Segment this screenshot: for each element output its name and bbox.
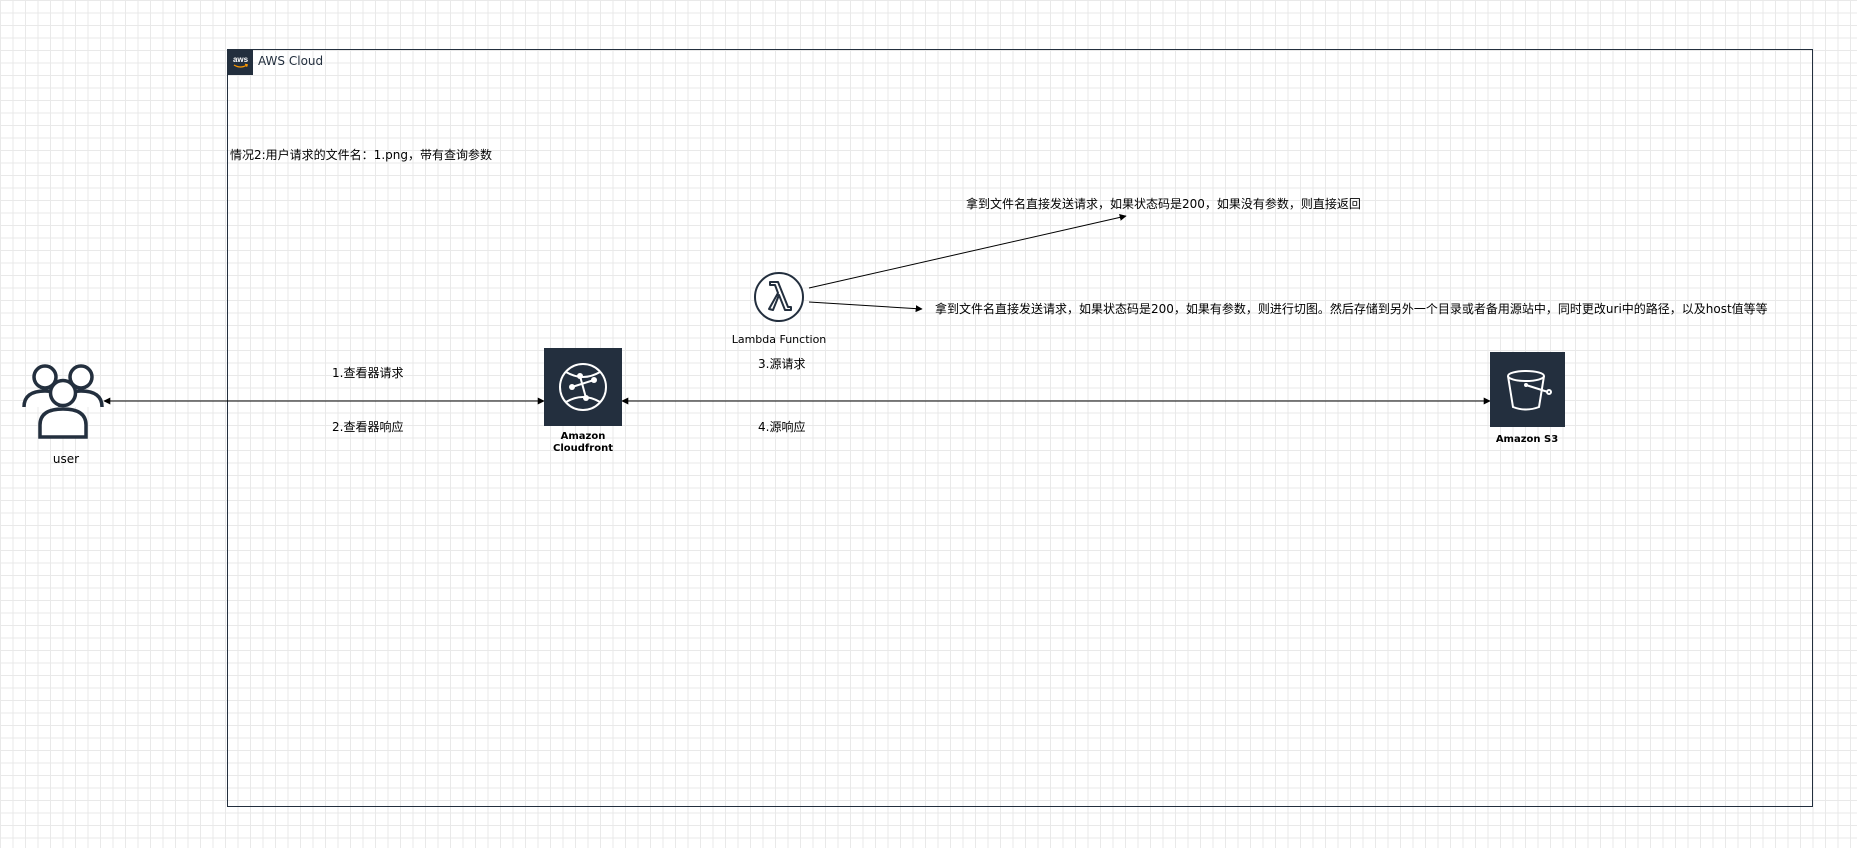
aws-logo-icon: aws — [228, 50, 253, 75]
user-label: user — [52, 452, 80, 466]
edge-label-origin-response: 4.源响应 — [758, 420, 806, 434]
edge-label-origin-request: 3.源请求 — [758, 357, 806, 371]
cloudfront-label-line1: Amazon — [560, 431, 606, 442]
cloudfront-icon — [559, 363, 607, 411]
cloudfront-label-line2: Cloudfront — [553, 443, 613, 454]
s3-label: Amazon S3 — [1495, 434, 1559, 445]
aws-cloud-title: AWS Cloud — [258, 54, 324, 68]
edge-label-lambda-no-params: 拿到文件名直接发送请求，如果状态码是200，如果没有参数，则直接返回 — [966, 197, 1361, 211]
user-node[interactable] — [20, 360, 106, 440]
lambda-label: Lambda Function — [731, 333, 827, 346]
lambda-icon — [754, 272, 804, 322]
cloudfront-node[interactable] — [544, 348, 622, 426]
edge-label-lambda-with-params: 拿到文件名直接发送请求，如果状态码是200，如果有参数，则进行切图。然后存储到另… — [935, 302, 1768, 316]
s3-node[interactable] — [1490, 352, 1565, 427]
aws-logo-text: aws — [233, 55, 249, 64]
users-icon — [22, 364, 104, 439]
edge-label-viewer-request: 1.查看器请求 — [332, 366, 404, 380]
aws-cloud-group[interactable]: aws AWS Cloud — [227, 49, 1813, 807]
scenario-title: 情况2:用户请求的文件名：1.png，带有查询参数 — [230, 148, 492, 162]
lambda-node[interactable] — [753, 271, 805, 323]
s3-bucket-icon — [1507, 370, 1552, 411]
edge-label-viewer-response: 2.查看器响应 — [332, 420, 404, 434]
